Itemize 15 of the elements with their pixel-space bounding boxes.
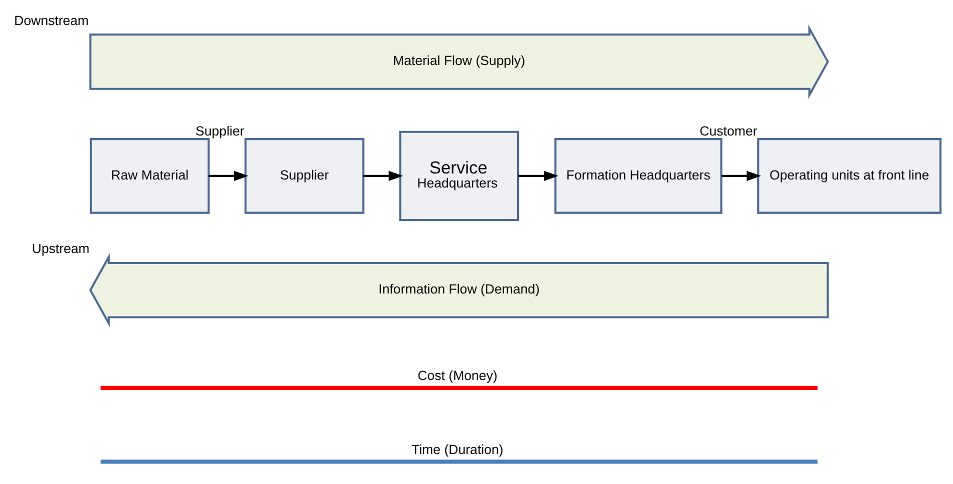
node-box: Raw Material [90,138,210,214]
node-box: Supplier [244,138,364,214]
node-label: Supplier [196,122,244,138]
node-box: Service Headquarters [399,130,519,220]
arrow [363,170,404,180]
arrow [518,170,558,180]
node-box: Formation Headquarters [554,138,722,214]
arrow [722,170,762,180]
node-label: Upstream [32,240,90,256]
node-label: Customer [700,122,758,138]
label: Cost (Money) [418,368,498,383]
arrow [208,170,248,180]
label: Time (Duration) [411,441,504,456]
node-box: Operating units at front line [757,138,942,214]
node-label: Downstream [14,12,89,28]
